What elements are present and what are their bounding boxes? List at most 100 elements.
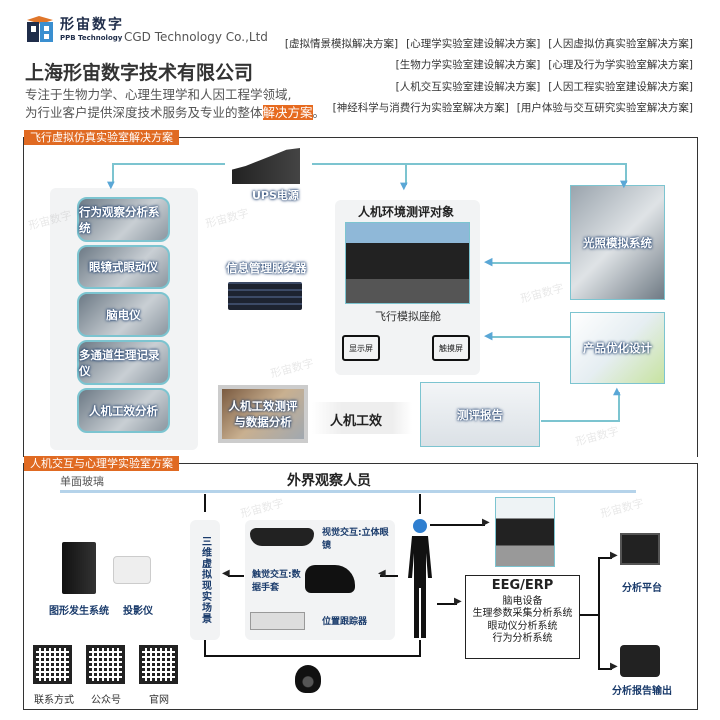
connector-line bbox=[580, 614, 598, 616]
company-name-en: CGD Technology Co.,Ltd bbox=[124, 30, 268, 44]
ups-label: UPS电源 bbox=[252, 189, 299, 202]
page-title: 上海形宙数字技术有限公司 bbox=[25, 62, 254, 84]
qr-code-wechat[interactable] bbox=[86, 645, 125, 684]
graphics-system-label: 图形发生系统 bbox=[49, 606, 109, 617]
solution-link[interactable]: [生物力学实验室建设解决方案] bbox=[395, 59, 541, 71]
card-physio-recorder: 多通道生理记录仪 bbox=[77, 340, 170, 385]
arrow-right-icon: ▶ bbox=[610, 661, 618, 672]
description-line-2: 为行业客户提供深度技术服务及专业的整体解决方案。 bbox=[25, 102, 325, 121]
eeg-item: 行为分析系统 bbox=[492, 633, 553, 644]
arrow-left-icon: ◀ bbox=[484, 255, 493, 268]
lighting-sim-image: 光照模拟系统 bbox=[570, 185, 665, 300]
brand-name-cn: 形宙数字 bbox=[60, 17, 124, 33]
desc-text: 为行业客户提供深度技术服务及专业的整体 bbox=[25, 105, 263, 120]
solution-links-row-1: [虚拟情景模拟解决方案] [心理学实验室建设解决方案] [人因虚拟仿真实验室解决方案… bbox=[277, 36, 693, 51]
arrow-down-icon: ▼ bbox=[620, 179, 628, 190]
section-1-title: 飞行虚拟仿真实验室解决方案 bbox=[24, 130, 179, 145]
projector-label: 投影仪 bbox=[123, 606, 153, 617]
evaluation-target-title: 人机环境测评对象 bbox=[358, 205, 455, 219]
solution-link[interactable]: [人机交互实验室建设解决方案] bbox=[395, 81, 541, 93]
product-design-image: 产品优化设计 bbox=[570, 312, 665, 384]
stereo-glasses-image bbox=[250, 528, 314, 546]
projector-image bbox=[113, 556, 151, 584]
arrow-left-icon: ◀ bbox=[484, 329, 493, 342]
connector-line bbox=[430, 524, 485, 526]
arrow-up-icon: ▲ bbox=[613, 386, 621, 397]
connector-line bbox=[598, 668, 612, 670]
qr-label-contact: 联系方式 bbox=[34, 695, 74, 706]
connector-line bbox=[380, 575, 398, 577]
one-way-glass-label: 单面玻璃 bbox=[60, 475, 104, 488]
connector-line bbox=[625, 163, 627, 183]
laptop-image: 人机工效测评与数据分析 bbox=[218, 385, 308, 443]
cockpit-image bbox=[345, 222, 470, 304]
report-image: 测评报告 bbox=[420, 382, 540, 447]
card-label: 行为观察分析系统 bbox=[79, 204, 160, 235]
card-label: 眼镜式眼动仪 bbox=[89, 260, 158, 274]
connector-line bbox=[112, 163, 114, 183]
connector-line bbox=[204, 494, 206, 512]
solution-link[interactable]: [虚拟情景模拟解决方案] bbox=[284, 38, 399, 50]
qr-label-wechat: 公众号 bbox=[91, 695, 121, 706]
laptop-label: 人机工效测评与数据分析 bbox=[228, 399, 298, 429]
server-label: 信息管理服务器 bbox=[226, 261, 307, 275]
connector-line bbox=[419, 494, 421, 514]
connector-line bbox=[490, 336, 570, 338]
solution-links-row-3: [人机交互实验室建设解决方案] [人因工程实验室建设解决方案] bbox=[388, 79, 693, 94]
report-label: 测评报告 bbox=[457, 407, 503, 422]
glasses-label: 视觉交互:立体眼镜 bbox=[322, 528, 389, 551]
pc-tower-image bbox=[62, 542, 96, 594]
eeg-cap-image bbox=[495, 497, 555, 567]
vr-scene-box: 三维虚拟现实场景 bbox=[190, 520, 220, 640]
card-eye-tracker: 眼镜式眼动仪 bbox=[77, 245, 170, 289]
connector-line bbox=[112, 163, 225, 165]
company-logo bbox=[27, 16, 53, 42]
connector-line bbox=[405, 163, 407, 185]
solution-link[interactable]: [用户体验与交互研究实验室解决方案] bbox=[516, 102, 693, 114]
arrow-left-icon: ◀ bbox=[378, 568, 386, 579]
connector-line bbox=[490, 262, 570, 264]
connector-line bbox=[228, 575, 244, 577]
description-line-1: 专注于生物力学、心理生理学和人因工程学领域, bbox=[25, 87, 292, 102]
card-label: 人机工效分析 bbox=[89, 403, 158, 418]
brand-name-en: PPB Technology bbox=[60, 34, 123, 42]
analysis-platform-label: 分析平台 bbox=[622, 583, 662, 594]
solution-link[interactable]: [心理及行为学实验室解决方案] bbox=[548, 59, 693, 71]
data-glove-image bbox=[305, 565, 355, 593]
eeg-erp-title: EEG/ERP bbox=[491, 578, 554, 593]
card-eeg: 脑电仪 bbox=[77, 292, 170, 337]
touch-screen: 触摸屏 bbox=[432, 335, 470, 361]
connector-line bbox=[204, 655, 419, 657]
server-image bbox=[228, 282, 302, 310]
connector-line bbox=[541, 420, 619, 422]
eeg-erp-box: EEG/ERP 脑电设备 生理参数采集分析系统 眼动仪分析系统 行为分析系统 bbox=[465, 575, 580, 659]
connector-line bbox=[312, 163, 626, 165]
solution-link[interactable]: [人因虚拟仿真实验室解决方案] bbox=[548, 38, 693, 50]
connector-line bbox=[419, 640, 421, 657]
solution-link[interactable]: [心理学实验室建设解决方案] bbox=[406, 38, 541, 50]
section-2-title: 人机交互与心理学实验室方案 bbox=[24, 456, 179, 471]
arrow-right-icon: ▶ bbox=[454, 596, 462, 607]
desc-highlight: 解决方案 bbox=[262, 105, 313, 120]
arrow-down-icon: ▼ bbox=[107, 180, 115, 191]
card-label: 脑电仪 bbox=[106, 307, 141, 322]
camera-icon bbox=[295, 665, 321, 693]
arrow-left-icon: ◀ bbox=[222, 568, 230, 579]
product-design-label: 产品优化设计 bbox=[583, 341, 652, 355]
report-output-label: 分析报告输出 bbox=[612, 686, 672, 697]
card-ergonomics: 人机工效分析 bbox=[77, 388, 170, 433]
lighting-sim-label: 光照模拟系统 bbox=[583, 235, 652, 250]
section-2-frame bbox=[23, 463, 698, 710]
position-tracker-image bbox=[250, 612, 305, 630]
cockpit-label: 飞行模拟座舱 bbox=[375, 310, 441, 323]
solution-link[interactable]: [神经科学与消费行为实验室解决方案] bbox=[332, 102, 509, 114]
eeg-item: 眼动仪分析系统 bbox=[487, 620, 558, 632]
flow-arrow bbox=[312, 402, 412, 434]
solution-link[interactable]: [人因工程实验室建设解决方案] bbox=[548, 81, 693, 93]
solution-links-row-4: [神经科学与消费行为实验室解决方案] [用户体验与交互研究实验室解决方案] bbox=[325, 100, 693, 115]
analysis-monitor-image bbox=[620, 533, 660, 565]
observers-label: 外界观察人员 bbox=[287, 473, 371, 489]
glove-label: 触觉交互:数据手套 bbox=[252, 570, 301, 593]
qr-code-contact[interactable] bbox=[33, 645, 72, 684]
qr-code-website[interactable] bbox=[139, 645, 178, 684]
